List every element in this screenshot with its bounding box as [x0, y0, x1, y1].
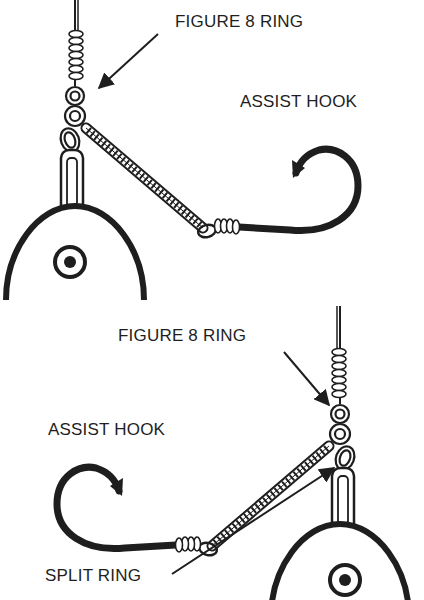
- jig-rig-bottom: [57, 306, 409, 600]
- jig-rig-top: [6, 0, 358, 300]
- part-label: FIGURE 8 RING: [175, 12, 303, 32]
- part-label: ASSIST HOOK: [48, 420, 165, 440]
- leader-arrow: [99, 34, 158, 88]
- part-label: FIGURE 8 RING: [118, 326, 246, 346]
- leader-arrow: [284, 352, 329, 405]
- leader-arrow: [172, 468, 334, 574]
- part-label: ASSIST HOOK: [240, 92, 357, 112]
- part-label: SPLIT RING: [45, 566, 141, 586]
